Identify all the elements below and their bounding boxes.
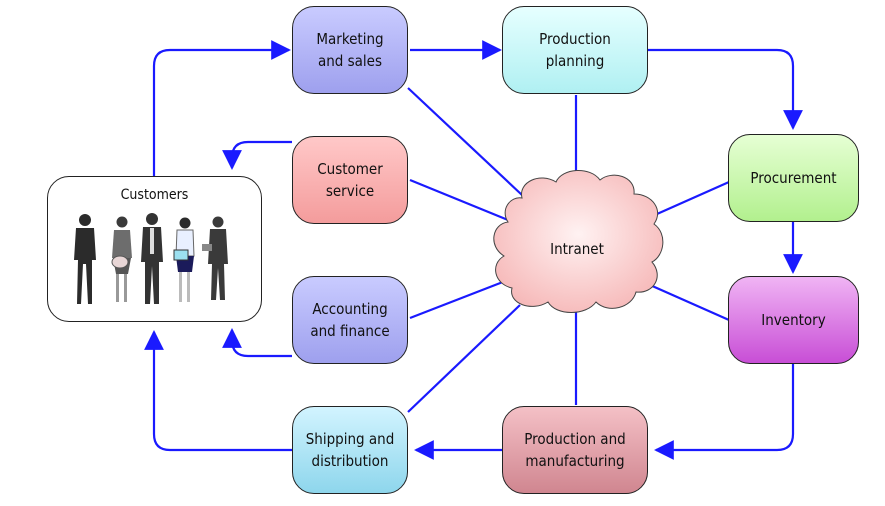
- node-shipping-and-distribution: Shipping and distribution: [292, 406, 408, 494]
- link-procurement: [647, 180, 730, 220]
- arrow-planning-to-procurement: [648, 48, 803, 130]
- link-marketing: [407, 87, 523, 196]
- node-accounting-and-finance: Accounting and finance: [292, 276, 408, 364]
- link-shipping: [407, 304, 521, 413]
- link-accounting: [409, 278, 509, 320]
- flow-arrows: [144, 40, 803, 460]
- intranet-links: [407, 87, 730, 413]
- intranet-label: Intranet: [550, 240, 604, 258]
- link-inventory: [649, 283, 730, 322]
- intranet-cloud: [493, 170, 664, 313]
- arrow-customers-to-marketing: [152, 40, 291, 176]
- node-procurement: Procurement: [728, 134, 859, 222]
- node-inventory: Inventory: [728, 276, 859, 364]
- arrow-inventory-to-manufacturing: [654, 364, 795, 460]
- arrow-accounting-to-customers: [222, 328, 292, 358]
- customers-label: Customers: [120, 187, 189, 203]
- arrow-shipping-to-customers: [144, 330, 292, 452]
- people-group-icon: [74, 213, 228, 304]
- arrow-service-to-customers: [222, 140, 292, 170]
- node-marketing-and-sales: Marketing and sales: [292, 6, 408, 94]
- link-customer-service: [409, 178, 509, 222]
- node-production-planning: Production planning: [502, 6, 648, 94]
- node-production-and-manufacturing: Production and manufacturing: [502, 406, 648, 494]
- node-customer-service: Customer service: [292, 136, 408, 224]
